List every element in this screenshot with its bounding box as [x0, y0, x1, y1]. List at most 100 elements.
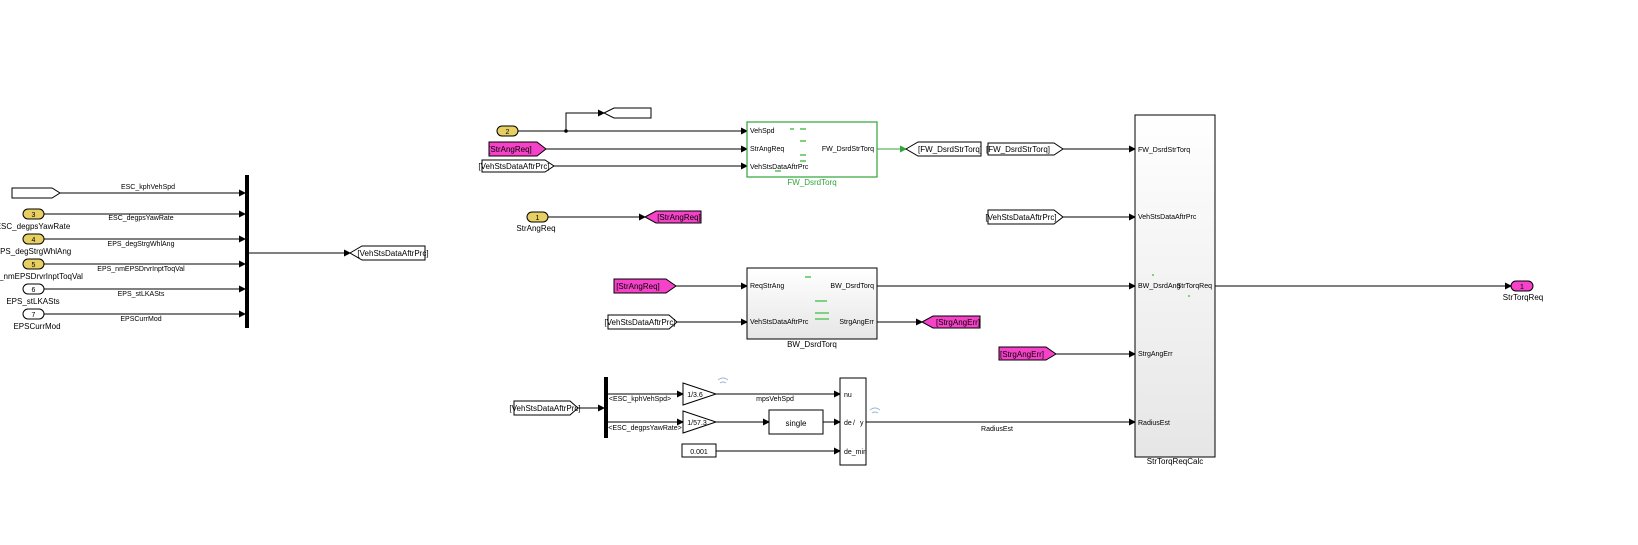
gain-block-1[interactable] — [682, 382, 718, 406]
block-glyph — [775, 170, 781, 172]
goto-strangreq[interactable] — [643, 210, 702, 224]
from-tag-label: [StrAngReq] — [488, 145, 532, 154]
strtorqreqcalc-block[interactable] — [1134, 114, 1216, 458]
signal-label: EPS_degStrgWhlAng — [108, 241, 175, 248]
inport-number: 7 — [32, 312, 36, 319]
inport-number: 1 — [536, 215, 540, 222]
inport-name: EPSCurrMod — [13, 322, 60, 331]
port-label: StrgAngErr — [1138, 351, 1173, 358]
block-glyph — [1188, 295, 1190, 297]
strangreq-section: 1 StrAngReq [StrAngReq] — [516, 210, 702, 233]
from-strangreq-bw[interactable] — [613, 278, 677, 294]
goto-tag-label: [FW_DsrdStrTorq] — [918, 145, 982, 154]
signal-label: RadiusEst — [981, 426, 1013, 433]
signal-log-icon — [869, 407, 881, 414]
port-label: VehSpd — [750, 128, 775, 135]
goto-tag-label: [VehStsDataAftrPrc] — [357, 249, 428, 258]
outport-1[interactable] — [1510, 280, 1534, 292]
outport-name: StrTorqReq — [1503, 293, 1543, 302]
outport-number: 1 — [1520, 284, 1524, 291]
goto-vehstsdata[interactable] — [349, 245, 426, 261]
from-tag-label: [StrgAngErr] — [1000, 350, 1044, 359]
block-glyph — [805, 276, 811, 278]
from-tag-label: [FW_DsrdStrTorq] — [986, 145, 1050, 154]
fw-section: 2 [StrAngReq] [VehStsDataAftrPrc] VehSpd… — [478, 107, 982, 187]
signal-label: <ESC_degpsYawRate> — [608, 425, 681, 432]
from-tag-label: [VehStsDataAftrPrc] — [604, 318, 675, 327]
from-tag-label: [StrAngReq] — [616, 282, 660, 291]
signal-label: ESC_degpsYawRate — [108, 215, 173, 222]
goto-tag-label: [StrgAngErr] — [936, 318, 980, 327]
left-bus-group: ESC_kphVehSpd 3 ESC_degpsYawRate ESC_deg… — [0, 175, 429, 331]
from-fw-dsrdstrtorq[interactable] — [987, 142, 1064, 156]
divide-block[interactable] — [839, 377, 867, 466]
port-label: de — [844, 420, 852, 427]
from-vehstsdata-bw[interactable] — [607, 314, 678, 330]
inport-number: 3 — [32, 212, 36, 219]
port-label: RadiusEst — [1138, 420, 1170, 427]
convert-block[interactable] — [768, 409, 824, 435]
port-label: VehStsDataAftrPrc — [750, 164, 809, 171]
signal-label: EPSCurrMod — [120, 316, 161, 323]
signal-label: ESC_kphVehSpd — [121, 184, 175, 191]
radius-section: [VehStsDataAftrPrc] <ESC_kphVehSpd> <ESC… — [509, 377, 1136, 466]
gain-value: 1/3.6 — [687, 392, 703, 399]
signal-log-icon — [717, 377, 729, 384]
block-glyph — [800, 140, 806, 142]
inport-number: 6 — [32, 287, 36, 294]
port-label: FW_DsrdStrTorq — [822, 146, 874, 153]
inport-name: ESC_degpsYawRate — [0, 222, 71, 231]
block-glyph — [815, 312, 829, 314]
inport-number: 5 — [32, 262, 36, 269]
port-label: VehStsDataAftrPrc — [750, 319, 809, 326]
port-label: VehStsDataAftrPrc — [1138, 214, 1197, 221]
goto-tag-label: [StrAngReq] — [657, 213, 701, 222]
inport-name: EPS_stLKASts — [6, 297, 59, 306]
constant-value: 0.001 — [690, 449, 708, 456]
block-glyph — [800, 128, 806, 130]
goto-strgangerr[interactable] — [920, 315, 981, 329]
port-label: BW_DsrdTorq — [830, 283, 874, 290]
block-glyph — [800, 154, 806, 156]
signal-label: <ESC_kphVehSpd> — [609, 396, 671, 403]
port-label: BW_DsrdAng — [1138, 283, 1181, 290]
signal-label: EPS_stLKASts — [118, 291, 165, 298]
bw-section: [StrAngReq] [VehStsDataAftrPrc] ReqStrAn… — [604, 267, 1136, 349]
block-name: FW_DsrdTorq — [787, 178, 836, 187]
gain-value: 1/57.3 — [687, 420, 707, 427]
block-name: StrTorqReqCalc — [1147, 457, 1203, 466]
divide-slash: / — [853, 420, 855, 427]
bw-dsrdtorq-block[interactable] — [746, 267, 878, 340]
calc-section: [FW_DsrdStrTorq] [VehStsDataAftrPrc] [St… — [985, 114, 1543, 466]
block-name: BW_DsrdTorq — [787, 340, 837, 349]
port-label: ReqStrAng — [750, 283, 784, 290]
goto-fw-dsrdstrtorq[interactable] — [905, 141, 982, 157]
bus-selector[interactable] — [604, 377, 608, 438]
from-vehstsdata-radius[interactable] — [513, 400, 579, 416]
block-glyph — [815, 318, 829, 320]
from-tag-label: [VehStsDataAftrPrc] — [985, 213, 1056, 222]
signal-label: EPS_nmEPSDrvrInptToqVal — [97, 266, 185, 273]
convert-label: single — [786, 419, 807, 428]
inport-number: 4 — [32, 237, 36, 244]
unlabeled-from-block[interactable] — [11, 187, 61, 199]
fw-dsrdtorq-block[interactable] — [746, 121, 878, 178]
block-glyph — [800, 160, 806, 162]
inport-name: EPS_nmEPSDrvrInptToqVal — [0, 272, 83, 281]
from-tag-label: [VehStsDataAftrPrc] — [509, 404, 580, 413]
gain-block-2[interactable] — [682, 410, 718, 434]
port-label: StrAngReq — [750, 146, 784, 153]
bus-creator[interactable] — [245, 175, 249, 328]
from-vehstsdata[interactable] — [481, 159, 555, 173]
port-label: de_min — [844, 449, 867, 456]
goto-empty[interactable] — [602, 107, 652, 119]
port-label: y — [860, 420, 864, 427]
block-glyph — [1152, 274, 1154, 276]
block-glyph — [815, 300, 827, 302]
from-strgangerr[interactable] — [998, 346, 1057, 361]
port-label: StrgAngErr — [839, 319, 874, 326]
from-strangreq[interactable] — [488, 141, 547, 157]
from-vehstsdata-calc[interactable] — [987, 209, 1064, 225]
port-label: StrTorqReq — [1177, 283, 1213, 290]
